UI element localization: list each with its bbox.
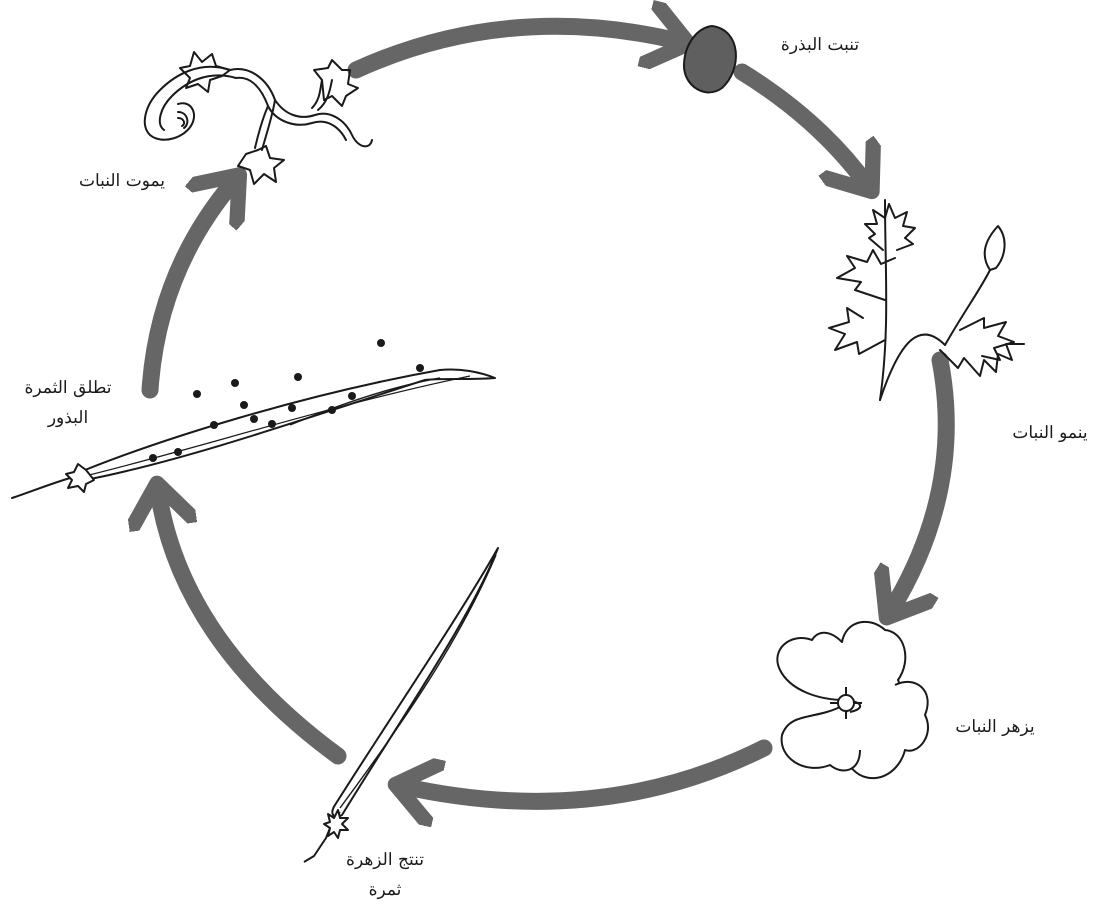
seedling-icon xyxy=(829,200,1024,400)
stage-label-fruit-line-1: تنتج الزهرة xyxy=(330,845,440,875)
stage-label-release: تطلق الثمرة البذور xyxy=(8,373,128,433)
stage-label-grow: ينمو النبات xyxy=(995,418,1102,448)
stage-label-release-line-2: البذور xyxy=(8,403,128,433)
arrow-die-to-seed xyxy=(356,26,682,70)
arrow-grow-to-bloom xyxy=(890,360,946,612)
stage-label-die-line-1: يموت النبات xyxy=(62,166,182,196)
arrow-bloom-to-fruit xyxy=(402,748,764,801)
stage-label-die: يموت النبات xyxy=(62,166,182,196)
arrow-release-to-die xyxy=(150,180,235,390)
arrow-fruit-to-release xyxy=(158,490,338,756)
seed-icon xyxy=(684,26,736,92)
flower-icon xyxy=(777,622,928,778)
seed-pod-icon xyxy=(304,548,498,862)
stage-label-grow-line-1: ينمو النبات xyxy=(995,418,1102,448)
stage-label-seed: تنبت البذرة xyxy=(760,30,880,60)
stage-label-fruit-line-2: ثمرة xyxy=(330,875,440,905)
stage-label-seed-line-1: تنبت البذرة xyxy=(760,30,880,60)
stage-label-release-line-1: تطلق الثمرة xyxy=(8,373,128,403)
arrow-seed-to-grow xyxy=(742,72,868,186)
dead-plant-icon xyxy=(145,52,372,184)
stage-label-bloom-line-1: يزهر النبات xyxy=(935,712,1055,742)
stage-label-bloom: يزهر النبات xyxy=(935,712,1055,742)
stage-label-fruit: تنتج الزهرة ثمرة xyxy=(330,845,440,905)
